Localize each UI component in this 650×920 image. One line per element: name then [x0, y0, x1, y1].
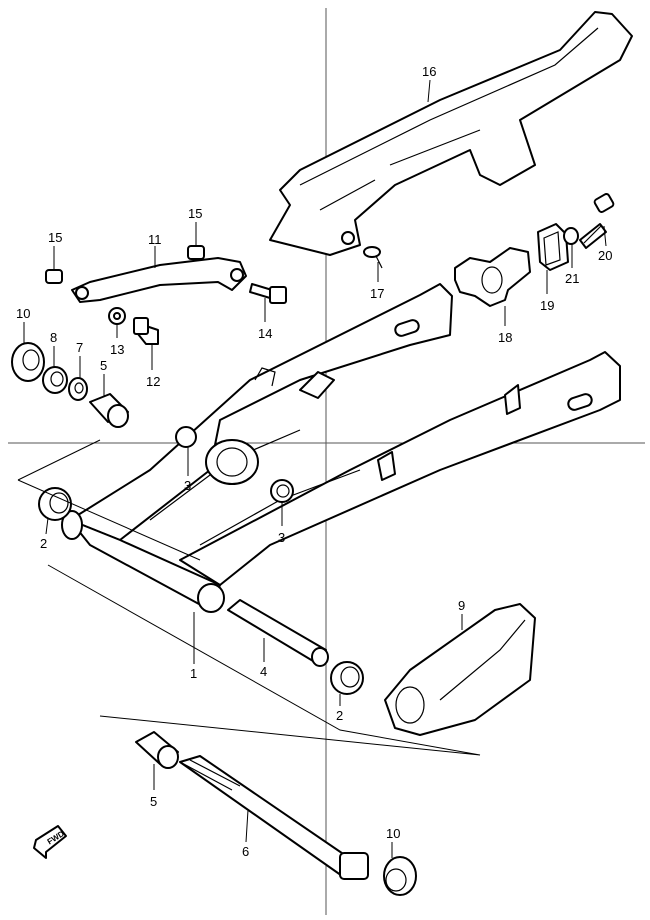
label-20: 20	[598, 248, 612, 263]
label-2-right: 2	[336, 708, 343, 723]
washer-7	[68, 377, 88, 401]
nut-15-right	[187, 245, 205, 260]
label-5-upper: 5	[100, 358, 107, 373]
label-14: 14	[258, 326, 272, 341]
sleeve-4	[227, 599, 329, 667]
torque-link-arm	[71, 257, 247, 303]
label-8: 8	[50, 330, 57, 345]
label-3-right: 3	[278, 530, 285, 545]
nut-15-left	[45, 269, 63, 284]
bolt-20	[579, 193, 615, 249]
label-10-lower: 10	[386, 826, 400, 841]
washer-13	[108, 307, 126, 325]
bolt-12	[133, 317, 159, 345]
swingarm-frame	[61, 283, 621, 613]
label-18: 18	[498, 330, 512, 345]
axle-bolt-6	[179, 755, 369, 880]
label-3-left: 3	[184, 478, 191, 493]
label-5-lower: 5	[150, 794, 157, 809]
spacer-5-upper	[89, 393, 129, 428]
label-2-left: 2	[40, 536, 47, 551]
label-19: 19	[540, 298, 554, 313]
leader-lines	[23, 79, 607, 858]
label-13: 13	[110, 342, 124, 357]
label-11: 11	[148, 232, 162, 247]
bearing-3-left	[175, 426, 197, 448]
label-4: 4	[260, 664, 267, 679]
label-16: 16	[422, 64, 436, 79]
label-7: 7	[76, 340, 83, 355]
bearing-8	[42, 366, 68, 394]
part-labels: 16 15 15 11 17 20 21 19 18 14 10 8 7 5 1…	[16, 64, 612, 859]
chain-buffer	[384, 603, 536, 736]
rubber-pad-19	[537, 223, 569, 271]
bolt-14	[249, 283, 287, 304]
screw-17	[363, 246, 383, 269]
cap-10-lower	[383, 856, 417, 896]
washer-21	[563, 227, 579, 245]
forward-arrow-icon: FWD	[33, 825, 67, 859]
bearing-2-left	[38, 487, 72, 521]
label-17: 17	[370, 286, 384, 301]
label-15-left: 15	[48, 230, 62, 245]
label-6: 6	[242, 844, 249, 859]
label-9: 9	[458, 598, 465, 613]
chain-guard	[269, 11, 633, 256]
chain-guide-bracket	[454, 247, 531, 307]
label-10-upper: 10	[16, 306, 30, 321]
bearing-3-right	[270, 479, 294, 503]
cap-10-upper	[11, 342, 45, 382]
label-1: 1	[190, 666, 197, 681]
bearing-2-right	[330, 661, 364, 695]
label-12: 12	[146, 374, 160, 389]
label-21: 21	[565, 271, 579, 286]
label-15-right: 15	[188, 206, 202, 221]
spacer-5-lower	[135, 731, 179, 769]
